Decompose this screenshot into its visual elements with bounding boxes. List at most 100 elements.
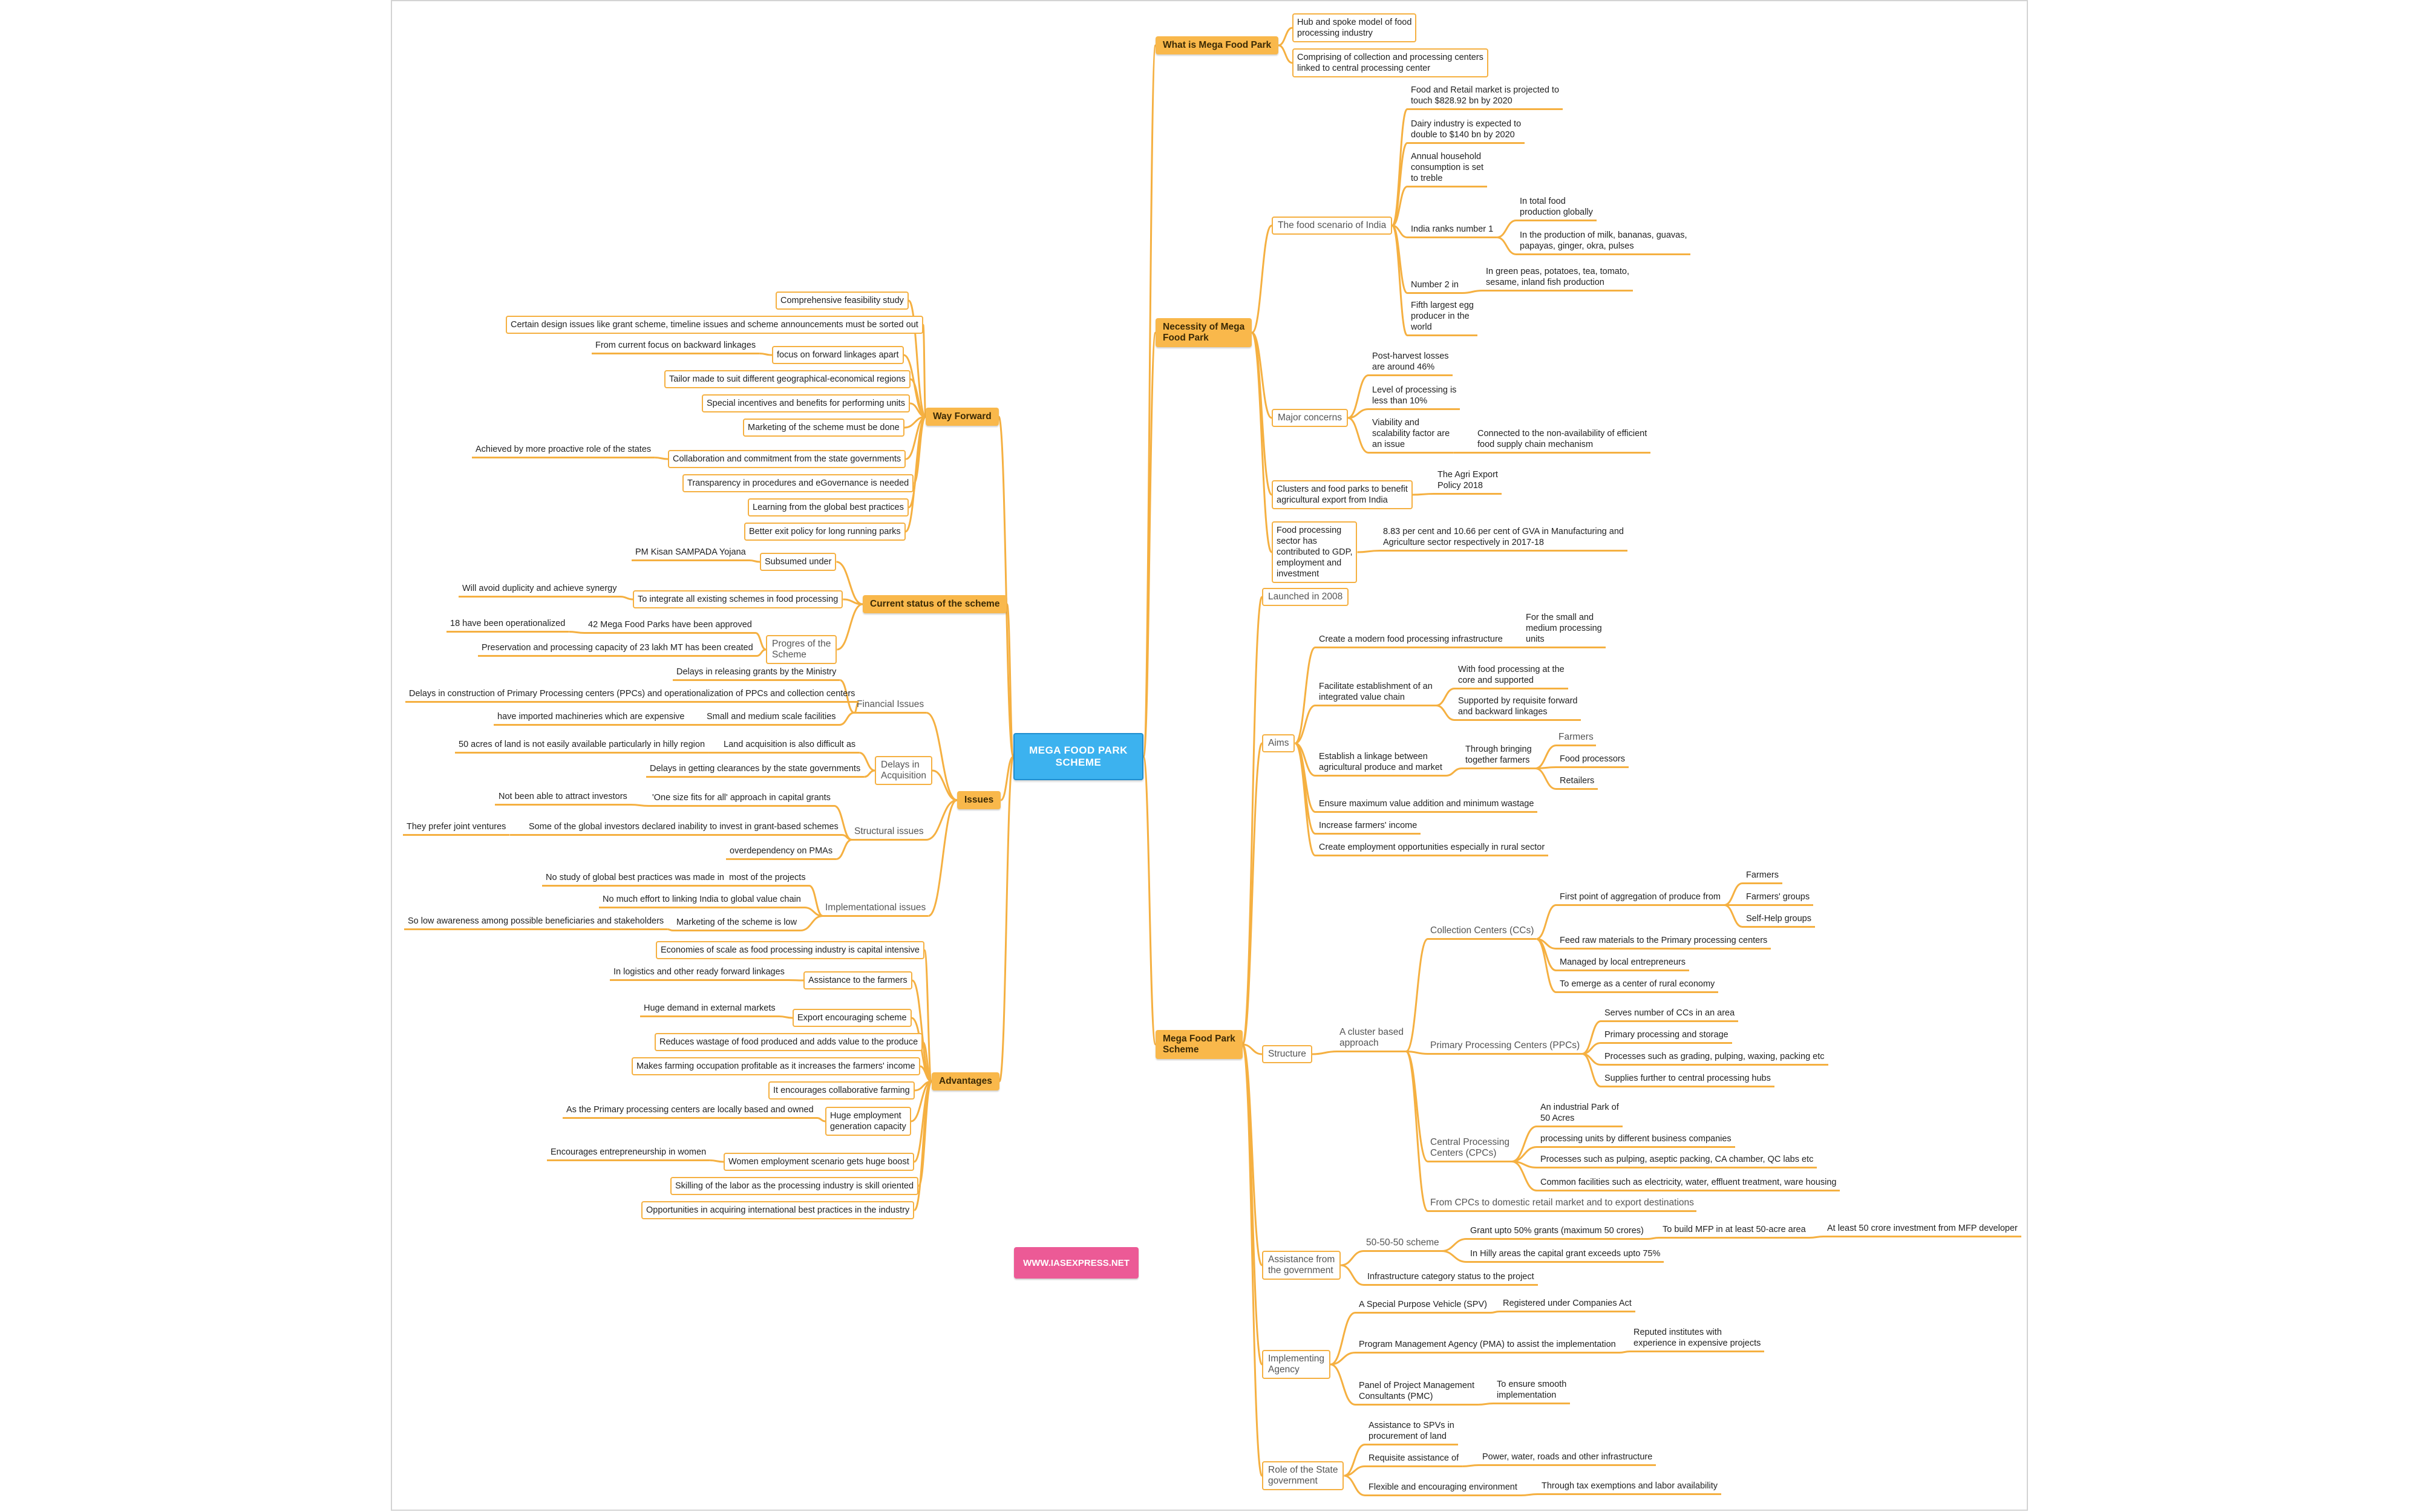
topic-a1[interactable]: Create a modern food processing infrastr… (1315, 634, 1506, 648)
topic-what2[interactable]: Comprising of collection and processing … (1292, 48, 1488, 77)
topic-cc1[interactable]: First point of aggregation of produce fr… (1556, 891, 1724, 906)
topic-wf3a[interactable]: From current focus on backward linkages (592, 340, 760, 354)
topic-mc[interactable]: Major concerns (1272, 409, 1348, 427)
topic-a3[interactable]: Establish a linkage between agricultural… (1315, 751, 1446, 777)
topic-si1[interactable]: 'One size fits for all' approach in capi… (649, 792, 834, 807)
topic-a4[interactable]: Ensure maximum value addition and minimu… (1315, 798, 1538, 813)
topic-a3a2[interactable]: Food processors (1556, 754, 1629, 768)
topic-cs3a[interactable]: 42 Mega Food Parks have been approved (584, 619, 756, 634)
topic-cpc5[interactable]: From CPCs to domestic retail market and … (1428, 1198, 1696, 1212)
topic-cc4[interactable]: To emerge as a center of rural economy (1556, 979, 1719, 993)
topic-ppc3[interactable]: Processes such as grading, pulping, waxi… (1601, 1051, 1828, 1066)
topic-ii2[interactable]: No much effort to linking India to globa… (599, 894, 805, 908)
topic-wf[interactable]: Way Forward (926, 408, 999, 426)
topic-cs2[interactable]: To integrate all existing schemes in foo… (633, 590, 843, 608)
topic-what[interactable]: What is Mega Food Park (1156, 36, 1279, 54)
topic-ag1a1[interactable]: To build MFP in at least 50-acre area (1659, 1224, 1810, 1239)
topic-ad7a[interactable]: As the Primary processing centers are lo… (563, 1104, 817, 1119)
topic-cs[interactable]: Current status of the scheme (863, 595, 1007, 613)
topic-ia[interactable]: Implementing Agency (1262, 1350, 1331, 1379)
topic-wf9[interactable]: Learning from the global best practices (748, 498, 909, 516)
topic-cs2a[interactable]: Will avoid duplicity and achieve synergy (459, 583, 621, 598)
topic-ia2[interactable]: Program Management Agency (PMA) to assis… (1355, 1339, 1620, 1354)
topic-wf1[interactable]: Comprehensive feasibility study (776, 292, 909, 310)
topic-ii1[interactable]: No study of global best practices was ma… (542, 872, 809, 887)
topic-fi2[interactable]: Delays in construction of Primary Proces… (405, 688, 859, 703)
topic-ii3[interactable]: Marketing of the scheme is low (673, 917, 801, 931)
topic-a3a1[interactable]: Farmers (1556, 732, 1596, 746)
topic-aims[interactable]: Aims (1262, 734, 1295, 752)
topic-ii[interactable]: Implementational issues (823, 902, 929, 917)
topic-wf6[interactable]: Marketing of the scheme must be done (743, 419, 904, 437)
topic-si2a[interactable]: They prefer joint ventures (403, 821, 510, 836)
topic-a2b[interactable]: Supported by requisite forward and backw… (1454, 696, 1581, 721)
topic-si3[interactable]: overdependency on PMAs (726, 846, 837, 860)
topic-cpc2[interactable]: processing units by different business c… (1537, 1133, 1735, 1148)
topic-ia1a[interactable]: Registered under Companies Act (1499, 1298, 1635, 1312)
topic-a2[interactable]: Facilitate establishment of an integrate… (1315, 681, 1436, 706)
topic-cc1c[interactable]: Self-Help groups (1742, 913, 1815, 928)
topic-da2[interactable]: Delays in getting clearances by the stat… (646, 763, 865, 778)
topic-da[interactable]: Delays in Acquisition (875, 756, 932, 785)
topic-cc[interactable]: Collection Centers (CCs) (1428, 925, 1537, 940)
topic-what1[interactable]: Hub and spoke model of food processing i… (1292, 13, 1417, 42)
topic-rs[interactable]: Role of the State government (1262, 1461, 1344, 1490)
topic-cl[interactable]: Clusters and food parks to benefit agric… (1272, 480, 1413, 509)
topic-ad8[interactable]: Women employment scenario gets huge boos… (724, 1153, 914, 1171)
topic-fs4a[interactable]: In total food production globally (1516, 196, 1597, 221)
topic-da1[interactable]: Land acquisition is also difficult as (720, 739, 860, 754)
topic-a1a[interactable]: For the small and medium processing unit… (1522, 612, 1606, 648)
topic-ppc2[interactable]: Primary processing and storage (1601, 1029, 1732, 1044)
topic-mc2[interactable]: Level of processing is less than 10% (1369, 385, 1460, 410)
topic-si2[interactable]: Some of the global investors declared in… (525, 821, 842, 836)
topic-mc1[interactable]: Post-harvest losses are around 46% (1369, 351, 1453, 376)
topic-fi3[interactable]: Small and medium scale facilities (703, 711, 840, 726)
topic-cc1a[interactable]: Farmers (1742, 870, 1782, 884)
topic-ii3a[interactable]: So low awareness among possible benefici… (404, 916, 668, 930)
topic-ag[interactable]: Assistance from the government (1262, 1251, 1341, 1280)
topic-wf8[interactable]: Transparency in procedures and eGovernan… (682, 474, 914, 492)
topic-ppc4[interactable]: Supplies further to central processing h… (1601, 1073, 1774, 1087)
topic-fs4b[interactable]: In the production of milk, bananas, guav… (1516, 230, 1691, 255)
topic-ppc[interactable]: Primary Processing Centers (PPCs) (1428, 1040, 1583, 1055)
topic-cpc3[interactable]: Processes such as pulping, aseptic packi… (1537, 1154, 1817, 1168)
topic-fs6[interactable]: Fifth largest egg producer in the world (1407, 300, 1477, 336)
topic-a2a[interactable]: With food processing at the core and sup… (1454, 664, 1568, 689)
topic-ia2a[interactable]: Reputed institutes with experience in ex… (1630, 1327, 1765, 1352)
topic-fs3[interactable]: Annual household consumption is set to t… (1407, 151, 1488, 187)
topic-ag1a1a[interactable]: At least 50 crore investment from MFP de… (1823, 1223, 2021, 1237)
topic-wf10[interactable]: Better exit policy for long running park… (744, 523, 906, 541)
root-topic[interactable]: MEGA FOOD PARK SCHEME (1013, 733, 1143, 780)
topic-fp1[interactable]: 8.83 per cent and 10.66 per cent of GVA … (1379, 526, 1627, 552)
topic-ad3a[interactable]: Huge demand in external markets (640, 1003, 779, 1017)
topic-wf4[interactable]: Tailor made to suit different geographic… (664, 370, 911, 388)
topic-cc1b[interactable]: Farmers' groups (1742, 891, 1814, 906)
topic-ppc1[interactable]: Serves number of CCs in an area (1601, 1008, 1739, 1022)
topic-si1a[interactable]: Not been able to attract investors (495, 791, 631, 806)
topic-str[interactable]: Structure (1262, 1045, 1312, 1063)
topic-wf7[interactable]: Collaboration and commitment from the st… (668, 450, 906, 468)
topic-ag1[interactable]: 50-50-50 scheme (1364, 1237, 1442, 1252)
topic-cl1[interactable]: The Agri Export Policy 2018 (1434, 469, 1502, 495)
topic-ia1[interactable]: A Special Purpose Vehicle (SPV) (1355, 1299, 1491, 1314)
topic-fs5a[interactable]: In green peas, potatoes, tea, tomato, se… (1482, 266, 1633, 292)
topic-ad1[interactable]: Economies of scale as food processing in… (656, 941, 924, 959)
topic-a6[interactable]: Create employment opportunities especial… (1315, 842, 1549, 856)
topic-is[interactable]: Issues (957, 791, 1001, 809)
website-badge[interactable]: WWW.IASEXPRESS.NET (1014, 1247, 1139, 1279)
topic-cpc4[interactable]: Common facilities such as electricity, w… (1537, 1177, 1840, 1191)
topic-fi[interactable]: Financial Issues (854, 699, 927, 714)
topic-mfp[interactable]: Mega Food Park Scheme (1156, 1030, 1243, 1059)
topic-fi3a[interactable]: have imported machineries which are expe… (494, 711, 688, 726)
topic-ag1a[interactable]: Grant upto 50% grants (maximum 50 crores… (1467, 1225, 1647, 1240)
topic-cc3[interactable]: Managed by local entrepreneurs (1556, 957, 1689, 971)
topic-mc3a[interactable]: Connected to the non-availability of eff… (1474, 428, 1651, 454)
topic-ad10[interactable]: Opportunities in acquiring international… (641, 1201, 915, 1219)
topic-wf7a[interactable]: Achieved by more proactive role of the s… (472, 444, 655, 458)
topic-ad2[interactable]: Assistance to the farmers (803, 971, 912, 989)
topic-ia3[interactable]: Panel of Project Management Consultants … (1355, 1380, 1479, 1406)
topic-ad6[interactable]: It encourages collaborative farming (768, 1081, 915, 1100)
topic-nec[interactable]: Necessity of Mega Food Park (1156, 318, 1252, 347)
topic-cs1[interactable]: Subsumed under (760, 553, 837, 571)
topic-ad8a[interactable]: Encourages entrepreneurship in women (547, 1147, 710, 1161)
